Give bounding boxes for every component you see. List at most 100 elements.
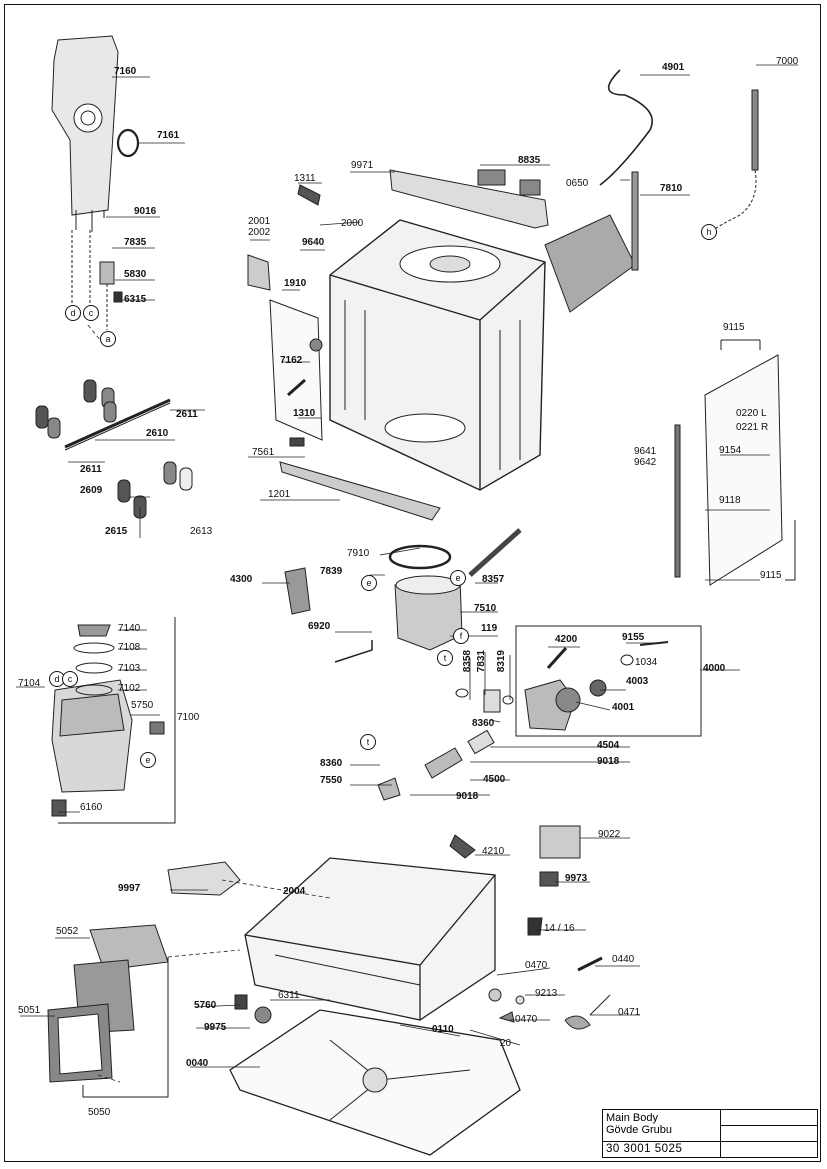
part-label: 5750 <box>131 700 154 711</box>
part-label: 9975 <box>204 1022 227 1033</box>
part-label: 5050 <box>88 1107 111 1118</box>
part-label: 1201 <box>268 489 291 500</box>
part-label: 2611 <box>80 464 102 475</box>
part-label: 6311 <box>278 990 300 1001</box>
part-label: 7162 <box>280 355 303 366</box>
valve-part <box>99 261 115 285</box>
part-label: 2613 <box>190 526 213 537</box>
marker-t: t <box>360 734 376 750</box>
part-label: 0470 <box>525 960 548 971</box>
part-label: 2609 <box>80 485 103 496</box>
title-cell: Main Body Gövde Grubu <box>603 1110 721 1142</box>
part-label: 7561 <box>252 447 275 458</box>
part-label: 9642 <box>634 457 657 468</box>
heater-part <box>284 567 311 615</box>
part-label: 9118 <box>719 495 741 506</box>
part-label: 0470 <box>515 1014 538 1025</box>
mesh-part <box>544 214 636 313</box>
part-label: 2610 <box>146 428 169 439</box>
part-label: 9154 <box>719 445 742 456</box>
marker-d: d <box>65 305 81 321</box>
marker-t: t <box>437 650 453 666</box>
part-label: 7000 <box>776 56 799 67</box>
part-label: 9115 <box>760 570 782 581</box>
part-label: 7510 <box>474 603 497 614</box>
part-label: 6920 <box>308 621 331 632</box>
part-label: 7550 <box>320 775 343 786</box>
part-number: 30 3001 5025 <box>603 1142 721 1158</box>
part-label: 7839 <box>320 566 343 577</box>
gasket-ring <box>116 128 140 158</box>
part-label: 0110 <box>432 1024 454 1035</box>
side-cover-hole <box>73 103 103 133</box>
part-label: 4504 <box>597 740 620 751</box>
part-label: 8360 <box>472 718 495 729</box>
part-label: 4001 <box>612 702 635 713</box>
part-label: 7910 <box>347 548 370 559</box>
door-panel <box>269 299 323 441</box>
part-label: 9640 <box>302 237 325 248</box>
part-label: 7140 <box>118 623 141 634</box>
part-label: 4500 <box>483 774 506 785</box>
part-label: 2002 <box>248 227 271 238</box>
tub-frame <box>329 219 546 491</box>
part-label: 2615 <box>105 526 128 537</box>
base-frame <box>244 857 496 1021</box>
marker-c: c <box>62 671 78 687</box>
part-label: 6160 <box>80 802 103 813</box>
part-label: 9115 <box>723 322 745 333</box>
part-label: 5052 <box>56 926 79 937</box>
part-label: 8358 <box>462 650 473 673</box>
part-label: 9018 <box>456 791 479 802</box>
part-label: 5760 <box>194 1000 217 1011</box>
part-label: 0650 <box>566 178 589 189</box>
part-label: 7102 <box>118 683 141 694</box>
part-label: 9973 <box>565 873 588 884</box>
part-label: 9213 <box>535 988 558 999</box>
part-label: 9155 <box>622 632 645 643</box>
part-label: 4901 <box>662 62 685 73</box>
clip-part <box>113 291 123 303</box>
part-label: 0471 <box>618 1007 641 1018</box>
part-label: 119 <box>481 623 498 634</box>
part-label: 4300 <box>230 574 253 585</box>
part-label: 6315 <box>124 294 147 305</box>
marker-e: e <box>140 752 156 768</box>
title-en: Main Body <box>606 1112 658 1124</box>
part-label: 1910 <box>284 278 307 289</box>
part-label: 9016 <box>134 206 157 217</box>
part-label: 7831 <box>476 650 487 673</box>
part-label: 5830 <box>124 269 147 280</box>
hinge-bracket <box>83 379 97 403</box>
part-label: 8357 <box>482 574 505 585</box>
part-label: 8835 <box>518 155 541 166</box>
part-label: 8319 <box>496 650 507 673</box>
part-label: 0220 L <box>736 408 767 419</box>
rod-part <box>64 398 171 449</box>
gasket-7910 <box>388 544 452 570</box>
part-label: 0040 <box>186 1058 209 1069</box>
part-label: 7104 <box>18 678 41 689</box>
part-label: 2000 <box>341 218 364 229</box>
part-label: 0440 <box>612 954 635 965</box>
part-label: 5051 <box>18 1005 41 1016</box>
title-empty-cells <box>721 1110 817 1142</box>
part-label: 8360 <box>320 758 343 769</box>
part-label: 7835 <box>124 237 147 248</box>
marker-e: e <box>361 575 377 591</box>
marker-c: c <box>83 305 99 321</box>
title-tr: Gövde Grubu <box>606 1124 673 1136</box>
part-label: 14 / 16 <box>544 923 575 934</box>
part-label: 9018 <box>597 756 620 767</box>
part-label: 7161 <box>157 130 180 141</box>
drawing-frame <box>4 4 821 1162</box>
side-panel <box>704 354 783 586</box>
part-label: 7160 <box>114 66 137 77</box>
marker-e: e <box>450 570 466 586</box>
part-label: 20 <box>500 1038 512 1049</box>
part-label: 7108 <box>118 642 141 653</box>
part-label: 0221 R <box>736 422 769 433</box>
title-block: Main Body Gövde Grubu 30 3001 5025 <box>602 1109 818 1158</box>
part-label: 9641 <box>634 446 657 457</box>
